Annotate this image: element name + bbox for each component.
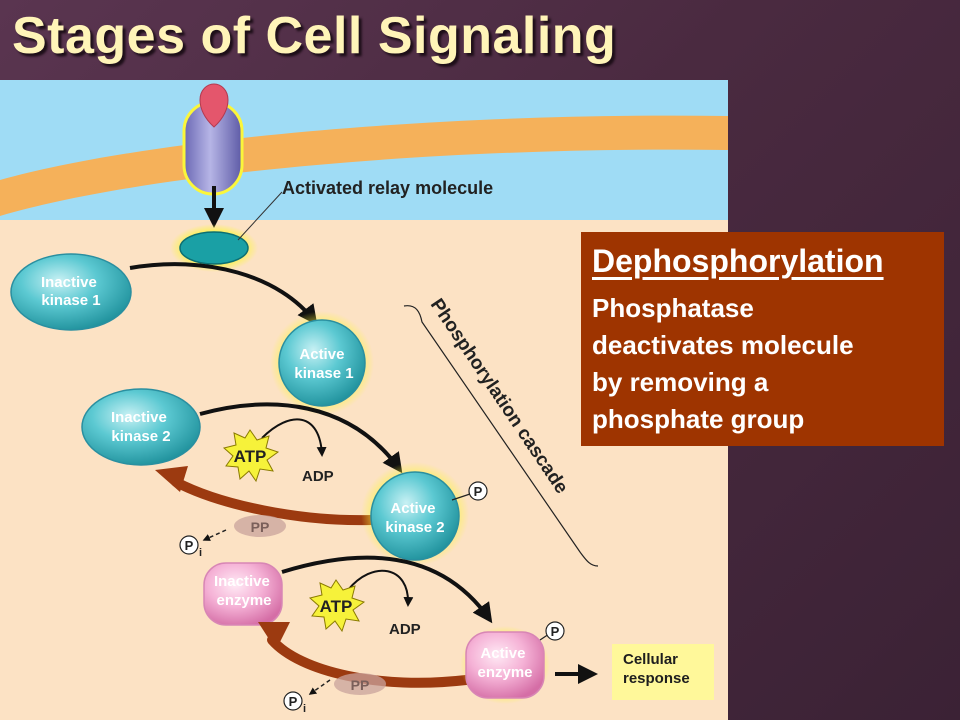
active-kinase1 (278, 319, 366, 407)
callout-line: Phosphatase (592, 293, 754, 323)
inactive-kinase2 (81, 388, 201, 466)
phosphate-badge-1 (468, 481, 488, 501)
pi-subscript-1: i (199, 547, 202, 559)
pi-subscript-2: i (303, 703, 306, 715)
cellular-response-box: Cellular response (612, 644, 714, 700)
phosphate-label-2: P (551, 624, 560, 639)
phosphatase-arrowhead-1 (155, 466, 188, 492)
phosphatase-arrowhead-2 (258, 622, 290, 650)
atp-burst-2: ATP (308, 579, 366, 633)
activation-arrow-2 (199, 402, 403, 474)
pi-label-1: P (185, 538, 194, 553)
inactive-kinase2-label: Inactive kinase 2 (111, 409, 171, 445)
relay-leader-line (237, 191, 283, 241)
inactive-kinase1-label: Inactive kinase 1 (41, 274, 101, 309)
pp-ellipse-2 (334, 673, 386, 695)
callout-body: Phosphatase deactivates molecule by remo… (592, 290, 934, 438)
pi-label-2: P (289, 694, 298, 709)
signal-molecule (199, 83, 229, 128)
callout-line: deactivates molecule (592, 330, 854, 360)
inactive-enzyme (203, 562, 283, 626)
active-kinase2-label: Active kinase 2 (385, 500, 444, 536)
receptor-protein (182, 83, 244, 196)
active-enzyme (465, 631, 545, 699)
pi-badge-2 (283, 691, 303, 711)
pi-badge-1 (179, 535, 199, 555)
callout-line: phosphate group (592, 404, 805, 434)
cascade-bracket (403, 305, 599, 567)
atp-to-adp-arrow-2 (347, 569, 414, 607)
active-kinase2 (370, 471, 460, 561)
inactive-kinase1 (10, 253, 132, 331)
pp-label-2: PP (351, 677, 370, 693)
active-kinase1-label: Active kinase 1 (294, 346, 353, 382)
atp-to-adp-arrow-1 (261, 418, 327, 457)
relay-label: Activated relay molecule (282, 178, 493, 198)
callout-line: by removing a (592, 367, 769, 397)
phosphatase-arrow-1 (171, 477, 377, 526)
phosphate-label-1: P (474, 484, 483, 499)
dephosphorylation-callout: Dephosphorylation Phosphatase deactivate… (581, 232, 944, 446)
phosphate-badge-2 (545, 621, 565, 641)
atp-label-1: ATP (234, 447, 267, 466)
adp-label-2: ADP (389, 621, 421, 638)
activation-arrow-3 (281, 555, 493, 624)
activation-arrow-1 (129, 262, 318, 326)
inactive-enzyme-label: Inactive enzyme (214, 573, 274, 609)
relay-molecule (179, 231, 249, 265)
adp-label-1: ADP (302, 468, 334, 485)
pp-ellipse-1 (234, 515, 286, 537)
pp-label-1: PP (251, 519, 270, 535)
slide-title: Stages of Cell Signaling (12, 7, 617, 65)
response-line: response (623, 670, 690, 687)
plasma-membrane (0, 115, 728, 216)
atp-burst-1: ATP (222, 429, 280, 483)
active-enzyme-label: Active enzyme (477, 645, 532, 681)
response-line: Cellular (623, 651, 679, 668)
atp-label-2: ATP (320, 597, 353, 616)
callout-heading: Dephosphorylation (592, 243, 884, 279)
